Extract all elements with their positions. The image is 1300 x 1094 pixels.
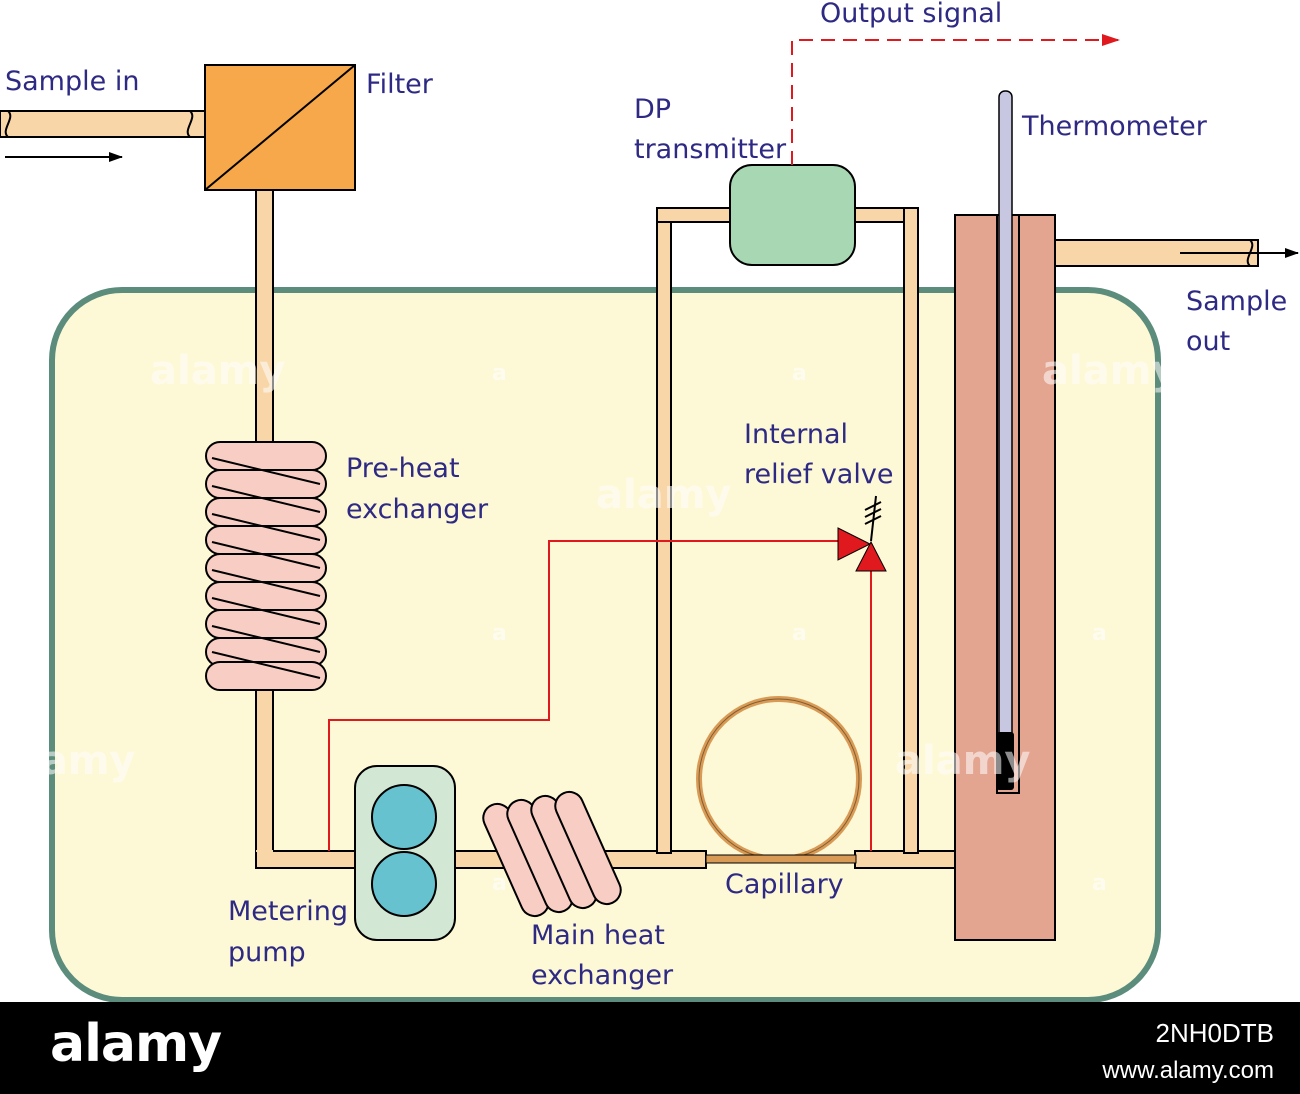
label-sample-out-line2: out bbox=[1186, 326, 1230, 357]
relief-valve bbox=[837, 495, 887, 572]
svg-text:alamy: alamy bbox=[0, 738, 135, 784]
stock-footer-bar: alamy 2NH0DTB www.alamy.com bbox=[0, 1002, 1300, 1094]
label-sample-in: Sample in bbox=[5, 66, 139, 97]
label-filter: Filter bbox=[366, 69, 434, 100]
footer-info: 2NH0DTB www.alamy.com bbox=[1102, 1018, 1274, 1085]
output-signal-line bbox=[791, 34, 1120, 165]
label-dp-line2: transmitter bbox=[634, 134, 787, 165]
svg-text:alamy: alamy bbox=[1042, 348, 1177, 394]
watermarks: alamy alamy alamy alamy alamy a a a a a … bbox=[0, 348, 1177, 896]
svg-text:alamy: alamy bbox=[150, 348, 285, 394]
svg-text:alamy: alamy bbox=[895, 738, 1030, 784]
alamy-logo: alamy bbox=[50, 1014, 222, 1074]
preheat-exchanger-coil bbox=[205, 441, 327, 691]
svg-text:a: a bbox=[492, 871, 507, 896]
svg-text:a: a bbox=[492, 361, 507, 386]
label-internal-line1: Internal bbox=[744, 419, 848, 450]
label-mainheat-line2: exchanger bbox=[531, 960, 674, 991]
label-metering-line1: Metering bbox=[228, 896, 348, 927]
label-output-signal: Output signal bbox=[820, 0, 1002, 29]
label-thermometer: Thermometer bbox=[1021, 111, 1208, 142]
label-metering-line2: pump bbox=[228, 937, 306, 968]
capillary-coil bbox=[696, 696, 862, 864]
filter bbox=[204, 64, 356, 191]
svg-text:a: a bbox=[792, 621, 807, 646]
label-sample-out-line1: Sample bbox=[1186, 286, 1287, 317]
analyzer-diagram: alamy alamy alamy alamy alamy a a a a a … bbox=[0, 0, 1299, 1003]
dp-loop-pipes bbox=[656, 207, 919, 854]
label-dp-line1: DP bbox=[634, 94, 671, 125]
metering-pump bbox=[354, 765, 456, 941]
label-internal-line2: relief valve bbox=[744, 459, 893, 490]
relief-sense-lines bbox=[328, 540, 872, 851]
dp-transmitter bbox=[729, 164, 856, 266]
thermometer bbox=[996, 90, 1014, 790]
svg-text:a: a bbox=[1092, 871, 1107, 896]
label-mainheat-line1: Main heat bbox=[531, 920, 665, 951]
site-url: www.alamy.com bbox=[1102, 1057, 1274, 1084]
svg-text:alamy: alamy bbox=[596, 472, 731, 518]
label-preheat-line2: exchanger bbox=[346, 494, 489, 525]
svg-text:a: a bbox=[492, 621, 507, 646]
image-id: 2NH0DTB bbox=[1155, 1018, 1274, 1048]
bottom-pipe bbox=[255, 850, 707, 869]
diagram-svg: alamy alamy alamy alamy alamy a a a a a … bbox=[0, 0, 1299, 1003]
sample-in-pipe bbox=[0, 110, 206, 138]
label-capillary: Capillary bbox=[725, 869, 844, 900]
svg-text:a: a bbox=[1092, 621, 1107, 646]
svg-text:a: a bbox=[792, 361, 807, 386]
main-heat-exchanger bbox=[482, 790, 622, 918]
label-preheat-line1: Pre-heat bbox=[346, 453, 460, 484]
